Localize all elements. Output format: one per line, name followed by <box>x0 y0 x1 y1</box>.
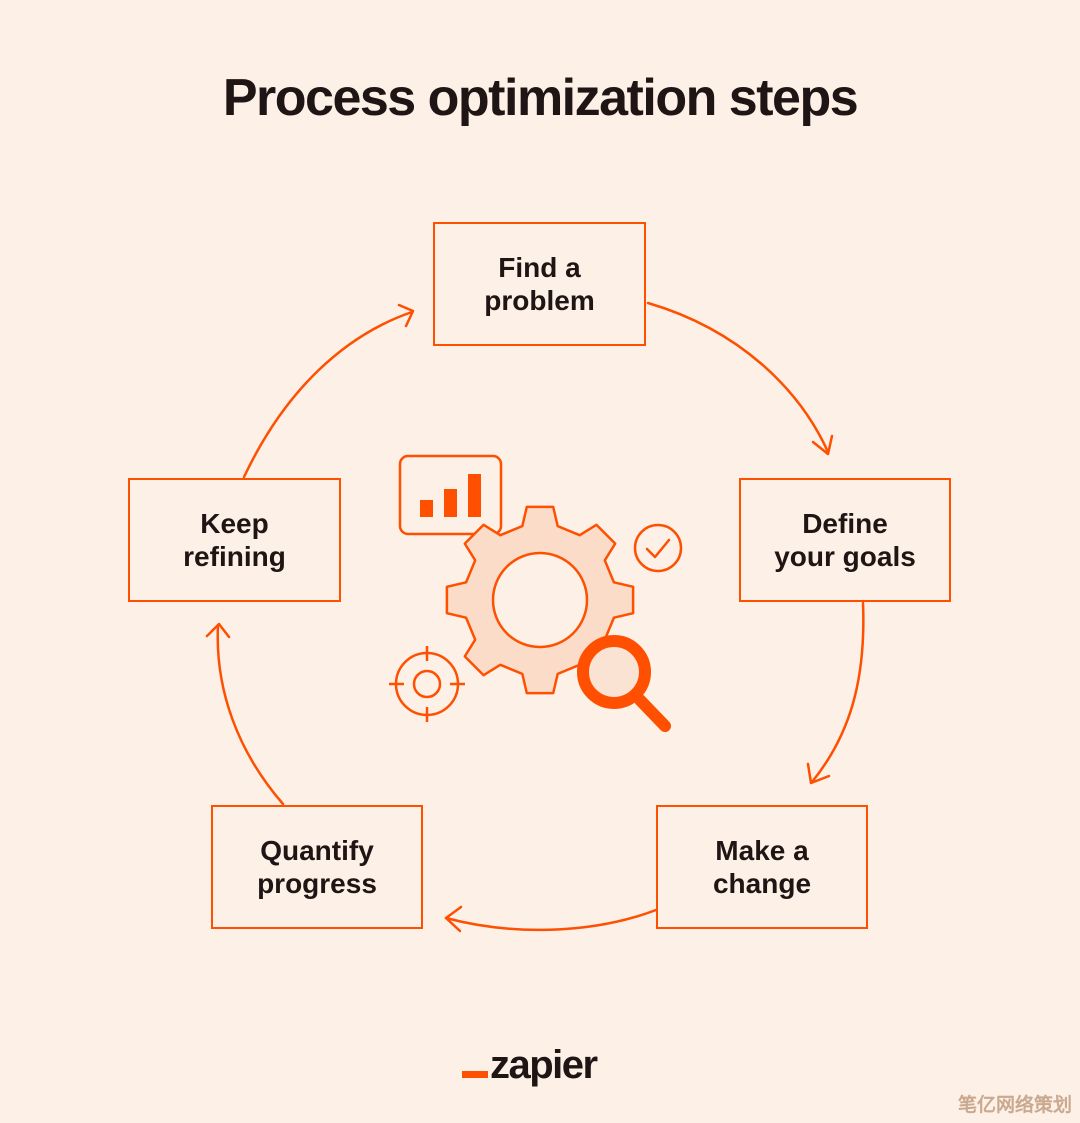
page-title: Process optimization steps <box>222 69 859 127</box>
bar-chart-icon <box>398 454 503 536</box>
step-define-your-goals: Define your goals <box>739 478 951 602</box>
step-label: Define your goals <box>774 508 916 572</box>
arrow-5-to-1 <box>242 310 414 479</box>
logo-underscore <box>462 1071 488 1078</box>
watermark: 笔亿网络策划 <box>957 1094 1072 1116</box>
crosshair-target-icon <box>389 646 465 722</box>
logo-text: zapier <box>490 1043 598 1087</box>
arrowhead-1 <box>811 434 834 456</box>
gear-hole <box>491 551 589 649</box>
checkmark-circle-icon <box>633 523 683 573</box>
step-label: Find a problem <box>484 252 595 316</box>
magnifying-glass-icon <box>577 635 671 732</box>
arrow-4-to-5 <box>216 624 285 806</box>
step-label: Make a change <box>712 835 812 899</box>
step-quantify-progress: Quantify progress <box>211 805 423 929</box>
gear-icon <box>445 505 635 695</box>
step-find-a-problem: Find a problem <box>433 222 646 346</box>
arrowhead-2 <box>806 762 831 785</box>
step-label: Quantify progress <box>257 835 377 899</box>
arrow-3-to-4 <box>444 908 658 932</box>
arrowhead-4 <box>205 622 231 639</box>
arrow-2-to-3 <box>810 601 865 784</box>
step-keep-refining: Keep refining <box>128 478 341 602</box>
arrowhead-3 <box>444 905 463 933</box>
arrowhead-5 <box>397 303 415 328</box>
arrow-1-to-2 <box>646 301 830 454</box>
zapier-logo: zapier <box>462 1037 598 1087</box>
step-make-a-change: Make a change <box>656 805 868 929</box>
step-label: Keep refining <box>183 508 286 572</box>
